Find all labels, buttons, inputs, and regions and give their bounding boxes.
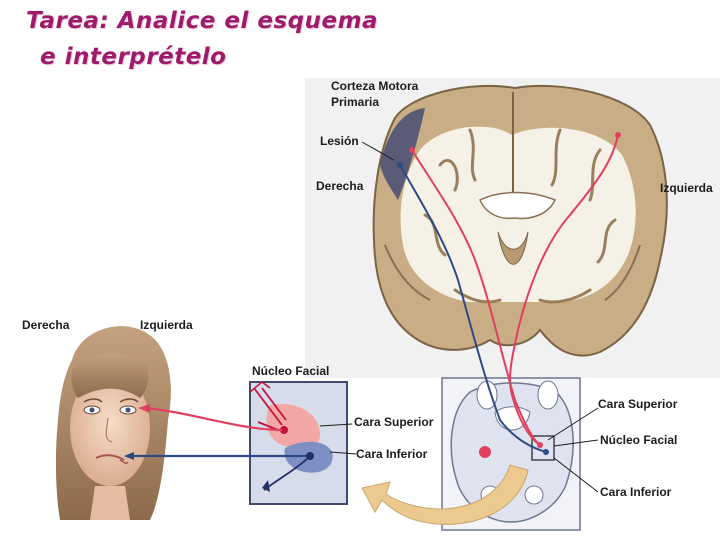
label-face-left: Izquierda — [140, 318, 193, 332]
lower-pathway — [399, 164, 547, 453]
label-inset-lower-face: Cara Inferior — [356, 447, 428, 461]
upper-pathway-right — [411, 149, 541, 446]
slide-title-line-2: e interprételo — [40, 44, 227, 70]
curved-arrow — [361, 464, 529, 525]
temporal-sulci — [384, 244, 641, 301]
label-motor-cortex-line-1: Corteza Motora — [331, 79, 419, 93]
gyri-folds — [423, 128, 617, 304]
label-brain-left: Izquierda — [660, 181, 713, 195]
label-inset-facial-nucleus: Núcleo Facial — [252, 364, 330, 378]
face-connections — [124, 404, 306, 460]
brain-section — [372, 84, 668, 357]
motor-pathways — [397, 132, 621, 453]
pons-nucleus-box — [531, 435, 555, 461]
pons-leaders — [547, 407, 599, 493]
label-brain-right: Derecha — [316, 179, 364, 193]
label-pons-lower-face: Cara Inferior — [600, 485, 672, 499]
upper-face-nucleus — [266, 403, 321, 448]
label-inset-upper-face: Cara Superior — [354, 415, 434, 429]
thalamus — [497, 231, 529, 265]
facial-nucleus-inset — [249, 381, 357, 505]
label-face-right: Derecha — [22, 318, 70, 332]
pons-section — [441, 377, 581, 531]
label-pons-facial-nucleus: Núcleo Facial — [600, 433, 678, 447]
pons-left-nucleus — [479, 446, 491, 458]
label-motor-cortex-line-2: Primaria — [331, 95, 380, 109]
lateral-ventricles — [479, 191, 557, 220]
upper-face-connection — [144, 406, 283, 432]
slide-title-line-1: Tarea: Analice el esquema — [26, 8, 379, 34]
bangs — [71, 352, 149, 398]
lesion-area — [380, 108, 425, 200]
label-lesion: Lesión — [320, 134, 359, 148]
brain-leaders — [361, 141, 395, 161]
mouth — [95, 454, 125, 461]
upper-pathway-left — [509, 134, 619, 446]
label-pons-upper-face: Cara Superior — [598, 397, 678, 411]
face-illustration — [55, 326, 171, 520]
